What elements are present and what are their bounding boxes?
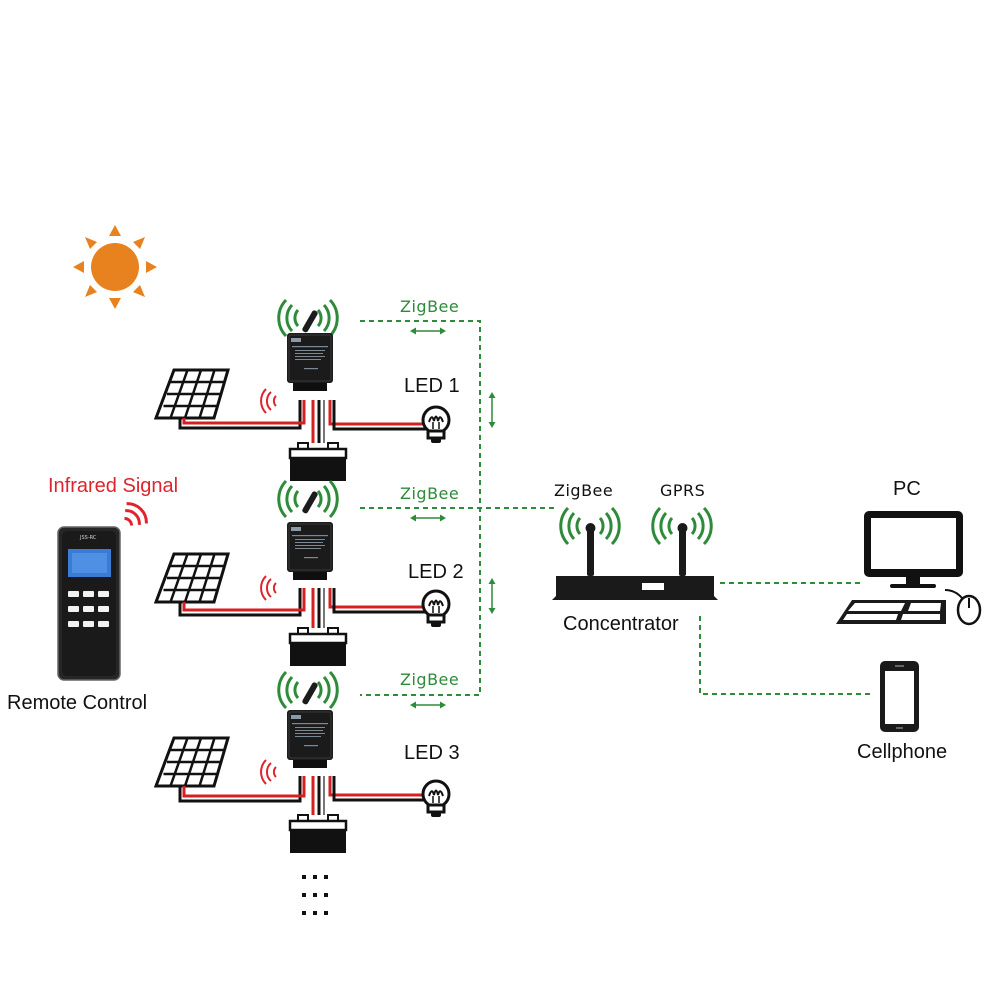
- led-unit-3: [154, 670, 451, 855]
- led-label-2: LED 2: [408, 561, 464, 583]
- bidirectional-arrow: [409, 513, 447, 523]
- bidirectional-arrow: [487, 577, 497, 615]
- zigbee-hub-label: ZigBee: [554, 481, 614, 500]
- pc-label: PC: [893, 478, 921, 500]
- remote-control-label: Remote Control: [7, 692, 148, 714]
- charge-controller-icon: [286, 332, 334, 392]
- zigbee-label-2: ZigBee: [400, 484, 460, 503]
- infrared-wave-icon: [124, 502, 148, 526]
- battery-icon: [288, 441, 348, 483]
- wireless-wave-icon: [260, 388, 277, 414]
- wireless-wave-icon: [260, 759, 277, 785]
- solar-panel-icon: [154, 736, 230, 788]
- battery-icon: [288, 626, 348, 668]
- remote-control-icon: [57, 526, 121, 681]
- led-bulb-icon: [421, 589, 451, 629]
- antenna-icon: [301, 490, 319, 515]
- infrared-signal-label: Infrared Signal: [48, 475, 179, 497]
- concentrator-router-icon: [552, 523, 718, 600]
- sun-icon: [73, 225, 157, 309]
- cellphone-icon: [880, 661, 919, 732]
- led-bulb-icon: [421, 779, 451, 819]
- led-label-1: LED 1: [404, 375, 460, 397]
- bidirectional-arrow: [409, 700, 447, 710]
- antenna-icon: [301, 681, 319, 706]
- led-bulb-icon: [421, 405, 451, 445]
- battery-icon: [288, 813, 348, 855]
- charge-controller-icon: [286, 709, 334, 769]
- cellphone-label: Cellphone: [857, 741, 948, 763]
- charge-controller-icon: [286, 521, 334, 581]
- solar-panel-icon: [154, 552, 230, 604]
- remote-model-label: JSS-RC: [80, 535, 97, 541]
- concentrator-label: Concentrator: [563, 613, 679, 635]
- continuation-dots: [302, 875, 328, 915]
- led-label-3: LED 3: [404, 742, 460, 764]
- bidirectional-arrow: [487, 391, 497, 429]
- wireless-wave-icon: [260, 575, 277, 601]
- gprs-label: GPRS: [660, 481, 706, 500]
- zigbee-label-1: ZigBee: [400, 297, 460, 316]
- led-unit-1: [154, 298, 451, 483]
- antenna-icon: [301, 309, 319, 334]
- bidirectional-arrow: [409, 326, 447, 336]
- solar-panel-icon: [154, 368, 230, 420]
- led-unit-2: [154, 479, 451, 668]
- zigbee-links: [360, 320, 870, 696]
- pc-monitor-icon: [836, 511, 982, 626]
- zigbee-label-3: ZigBee: [400, 670, 460, 689]
